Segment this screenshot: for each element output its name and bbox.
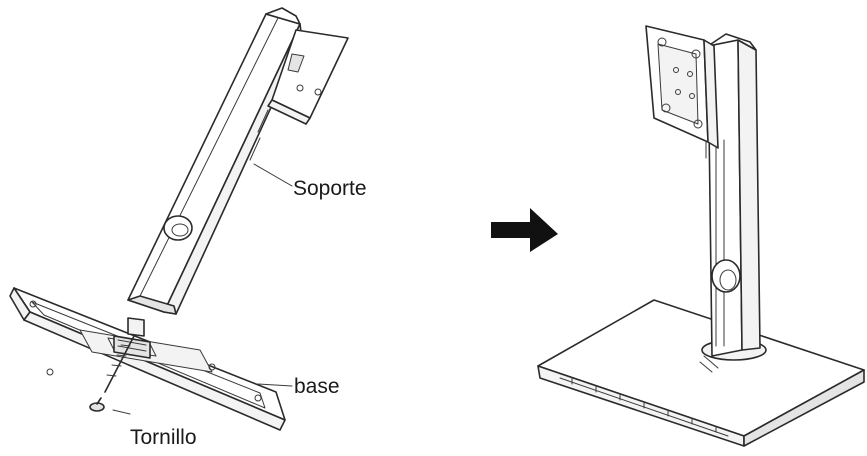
base-label: base xyxy=(294,375,340,398)
base-bracket xyxy=(113,317,151,359)
stand-column xyxy=(127,7,303,315)
soporte-leader xyxy=(253,163,293,187)
mount-plate xyxy=(267,29,349,125)
right-arrow-icon xyxy=(491,208,558,252)
tornillo-label: Tornillo xyxy=(130,426,197,449)
base-leader xyxy=(257,383,293,387)
assembled-mount-plate xyxy=(645,25,719,161)
assembled-base xyxy=(537,299,865,447)
assembled-column xyxy=(707,33,761,357)
screw xyxy=(89,335,135,412)
exploded-view: Soporte base Tornillo xyxy=(9,7,367,449)
tornillo-leader xyxy=(112,409,131,415)
base-plate xyxy=(9,287,286,431)
assembled-stand xyxy=(537,25,865,447)
soporte-label: Soporte xyxy=(293,177,367,200)
